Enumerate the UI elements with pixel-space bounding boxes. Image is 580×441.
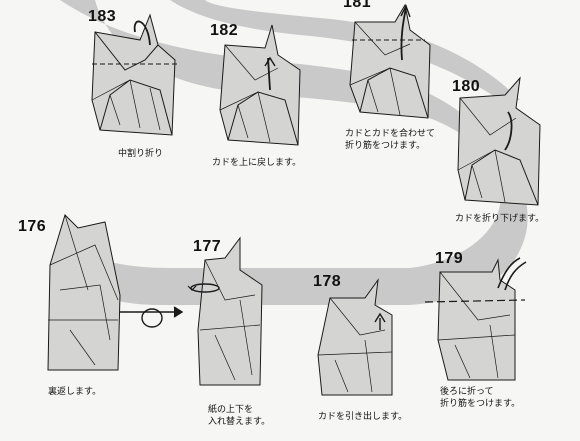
step-number-181: 181 (343, 0, 372, 11)
caption-179-line-2: 折り筋をつけます。 (440, 399, 521, 409)
caption-176: 裏返します。 (48, 387, 102, 397)
caption-179-line-1: 後ろに折って (440, 387, 494, 397)
step-number-182: 182 (210, 22, 239, 39)
caption-178: カドを引き出します。 (318, 412, 408, 422)
figure-179 (424, 257, 527, 381)
caption-181-line-1: カドとカドを合わせて (345, 129, 436, 139)
figure-180 (457, 76, 541, 206)
step-number-177: 177 (193, 238, 222, 255)
caption-177-line-2: 入れ替えます。 (208, 417, 271, 427)
step-number-178: 178 (313, 273, 342, 290)
step-number-183: 183 (88, 8, 117, 25)
caption-177-line-1: 紙の上下を (208, 405, 254, 415)
caption-180: カドを折り下げます。 (455, 214, 545, 224)
step-number-176: 176 (18, 218, 47, 235)
figure-178 (317, 278, 393, 396)
caption-183: 中割り折り (118, 149, 164, 159)
step-number-179: 179 (435, 250, 464, 267)
figure-176 (47, 214, 121, 371)
flip-arrow-icon (120, 306, 184, 328)
background-band-top (170, 0, 520, 100)
figure-177 (187, 236, 263, 386)
caption-182: カドを上に戻します。 (212, 158, 302, 168)
background-band (60, 0, 528, 305)
figure-183 (91, 13, 180, 136)
step-number-180: 180 (452, 78, 481, 95)
figure-182 (219, 24, 301, 146)
figure-181 (349, 3, 431, 119)
caption-181-line-2: 折り筋をつけます。 (345, 141, 426, 151)
